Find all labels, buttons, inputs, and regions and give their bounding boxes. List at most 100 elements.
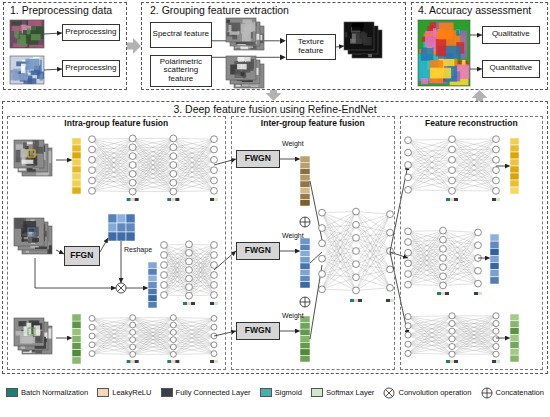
symbol-stroke [486,388,487,398]
net-link [408,165,452,181]
net-neuron [130,329,136,335]
concatenation-symbol [300,217,310,227]
net-neuron [211,342,217,348]
flow-arrow [336,46,344,47]
legend-item: Softmax Layer [311,388,374,397]
net-link [133,165,174,192]
image-patch [28,20,41,26]
net-link [322,212,356,244]
vector-cell [148,295,157,302]
legend-swatch [161,388,173,397]
net-link [133,318,174,347]
net-neuron [353,274,360,281]
net-link [408,353,452,355]
net-neuron [211,177,218,184]
net-link [322,251,356,274]
net-link [164,244,189,275]
net-link [173,139,214,156]
net-link [443,231,478,233]
net-neuron [449,167,456,174]
net-link [356,214,390,238]
vector-cell [300,276,310,282]
flow-arrow [280,159,300,160]
image-patch [237,64,247,69]
net-link [408,316,452,354]
vector-cell [300,282,310,288]
layer-tag [175,198,179,201]
net-neuron [405,323,411,329]
image-frame [14,318,44,346]
vector-cell [510,138,519,145]
net-neuron [170,322,176,328]
neural-net [405,136,500,201]
net-link [408,249,443,274]
image-patch [33,163,36,166]
vector-cell [300,181,310,187]
net-link [408,315,452,317]
net-link [452,170,496,191]
net-link [173,160,214,192]
net-link [92,318,133,347]
legend-symbol [481,387,493,399]
net-neuron [475,280,482,287]
net-link [92,138,133,180]
layer-tag [171,360,175,363]
net-link [408,274,443,285]
concatenation-symbol [482,388,492,398]
layer-tag [131,360,135,363]
vector-cell [300,342,310,349]
net-neuron [405,314,411,320]
vector-cell [510,180,519,187]
net-link [92,138,133,149]
net-neuron [211,167,218,174]
net-link [164,270,189,275]
image-patch [430,68,451,79]
net-link [189,285,214,296]
net-neuron [170,188,177,195]
net-link [92,174,133,181]
net-link [133,138,174,156]
net-link [164,279,189,285]
net-link [452,181,496,191]
image-patch [439,23,454,40]
flow-arrow [44,69,62,70]
net-neuron [211,252,218,259]
vector-cell [510,341,519,348]
flow-arrow [56,338,72,339]
net-neuron [475,229,482,236]
net-link [322,225,356,290]
stage-arrow [127,43,133,50]
legend-text: Sigmoid [275,388,302,397]
net-link [164,253,189,295]
weight-label: Weight [282,140,304,147]
image-base [14,318,44,346]
image-patch [27,28,30,34]
legend-text: Concatenation [496,388,544,397]
net-link [189,253,214,295]
net-link [92,317,133,319]
flow-arrow [496,166,510,167]
net-neuron [129,153,136,160]
net-link [92,160,133,165]
net-link [322,228,356,251]
net-link [408,231,443,264]
net-link [133,165,174,192]
layer-tag [492,360,496,363]
net-link [322,212,356,290]
net-link [189,244,214,295]
image-base [10,56,44,84]
net-link [173,160,214,174]
net-neuron [353,221,360,228]
net-neuron [89,167,96,174]
net-neuron [405,332,411,338]
image-thumb [14,218,44,246]
layer-tag [171,198,175,201]
net-neuron [319,209,326,216]
network-block: FWGN [236,242,280,260]
net-link [408,335,452,339]
vector-cell [300,323,310,330]
net-link [133,138,174,191]
net-neuron [493,351,499,357]
net-link [173,147,214,191]
image-frame [10,20,44,48]
